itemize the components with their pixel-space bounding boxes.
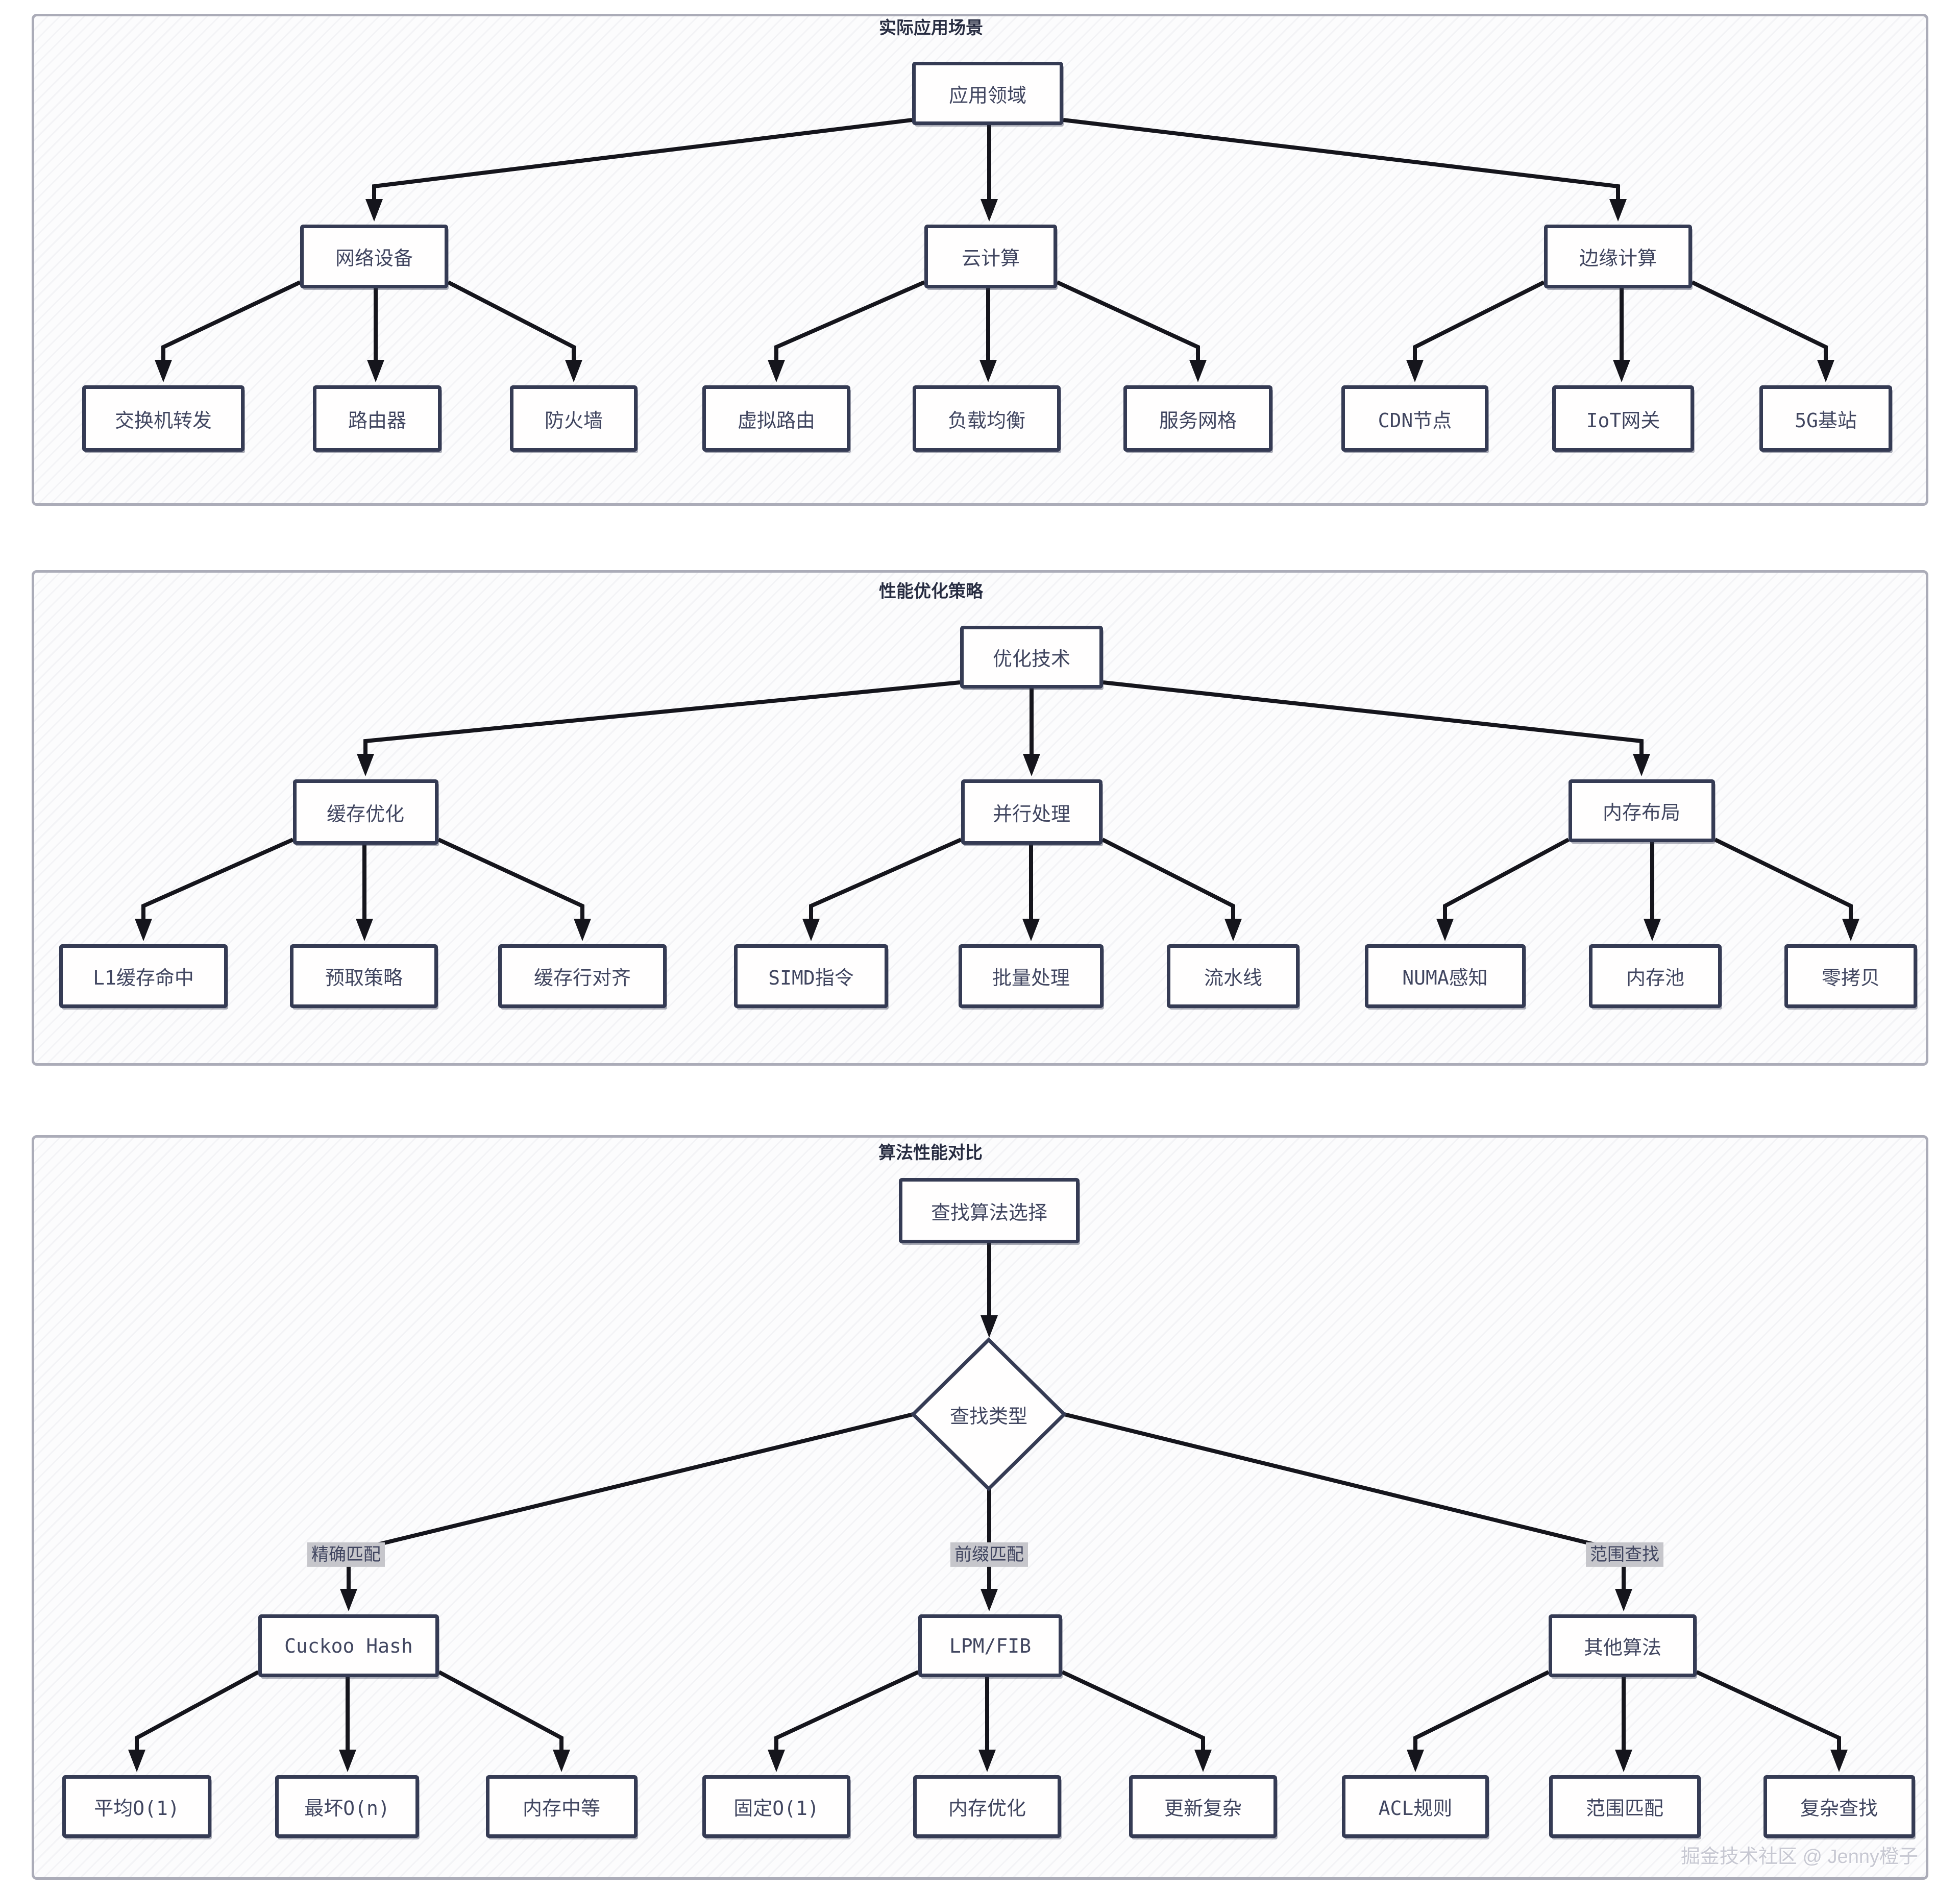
node-app-domains: 应用领域 [912, 62, 1063, 125]
node-update-complex: 更新复杂 [1129, 1775, 1277, 1838]
node-cache-line-alignment: 缓存行对齐 [498, 944, 667, 1008]
node-edge-computing: 边缘计算 [1544, 225, 1692, 288]
node-router: 路由器 [313, 385, 442, 452]
node-network-devices: 网络设备 [300, 225, 448, 288]
panel-title-application-scenarios: 实际应用场景 [879, 18, 983, 38]
node-cuckoo-hash: Cuckoo Hash [258, 1614, 439, 1677]
node-batch-processing: 批量处理 [959, 944, 1104, 1008]
node-other-algorithms: 其他算法 [1549, 1614, 1697, 1677]
node-cdn-node: CDN节点 [1341, 385, 1488, 452]
node-zero-copy: 零拷贝 [1784, 944, 1917, 1008]
node-5g-base-station: 5G基站 [1759, 385, 1892, 452]
node-average-o1: 平均O(1) [62, 1775, 211, 1838]
node-load-balancing: 负载均衡 [913, 385, 1061, 452]
watermark: 掘金技术社区 @ Jenny橙子 [1680, 1846, 1918, 1868]
node-memory-layout: 内存布局 [1568, 779, 1715, 842]
node-cloud-computing: 云计算 [924, 225, 1057, 288]
node-l1-cache-hit: L1缓存命中 [59, 944, 228, 1008]
node-memory-optimized: 内存优化 [913, 1775, 1061, 1838]
node-parallel-processing: 并行处理 [961, 779, 1102, 845]
edge-label-prefix-match: 前缀匹配 [950, 1542, 1028, 1567]
node-memory-medium: 内存中等 [485, 1775, 638, 1838]
edge-label-range-lookup: 范围查找 [1586, 1542, 1663, 1567]
panel-title-performance-optimization: 性能优化策略 [879, 582, 983, 601]
node-prefetch-strategy: 预取策略 [290, 944, 438, 1008]
edge-label-exact-match: 精确匹配 [307, 1542, 385, 1567]
node-iot-gateway: IoT网关 [1552, 385, 1694, 452]
node-lpm-fib: LPM/FIB [918, 1614, 1062, 1677]
node-simd-instructions: SIMD指令 [734, 944, 888, 1008]
node-acl-rules: ACL规则 [1342, 1775, 1489, 1838]
node-firewall: 防火墙 [510, 385, 638, 452]
node-pipeline: 流水线 [1167, 944, 1300, 1008]
node-switch-forwarding: 交换机转发 [82, 385, 244, 452]
panel-algorithm-comparison: 算法性能对比 [32, 1135, 1928, 1880]
node-cache-optimization: 缓存优化 [292, 779, 438, 845]
panel-title-algorithm-comparison: 算法性能对比 [878, 1143, 983, 1163]
node-optimization-techniques: 优化技术 [960, 626, 1103, 689]
node-worst-on: 最坏O(n) [275, 1775, 419, 1838]
node-virtual-routing: 虚拟路由 [702, 385, 850, 452]
node-complex-lookup: 复杂查找 [1763, 1775, 1915, 1838]
node-lookup-algorithm-selection: 查找算法选择 [899, 1178, 1080, 1243]
node-numa-aware: NUMA感知 [1364, 944, 1526, 1008]
node-service-mesh: 服务网格 [1123, 385, 1272, 452]
node-memory-pool: 内存池 [1589, 944, 1722, 1008]
node-label-lookup-type: 查找类型 [949, 1405, 1027, 1428]
node-fixed-o1: 固定O(1) [702, 1775, 850, 1838]
node-range-match: 范围匹配 [1549, 1775, 1701, 1838]
